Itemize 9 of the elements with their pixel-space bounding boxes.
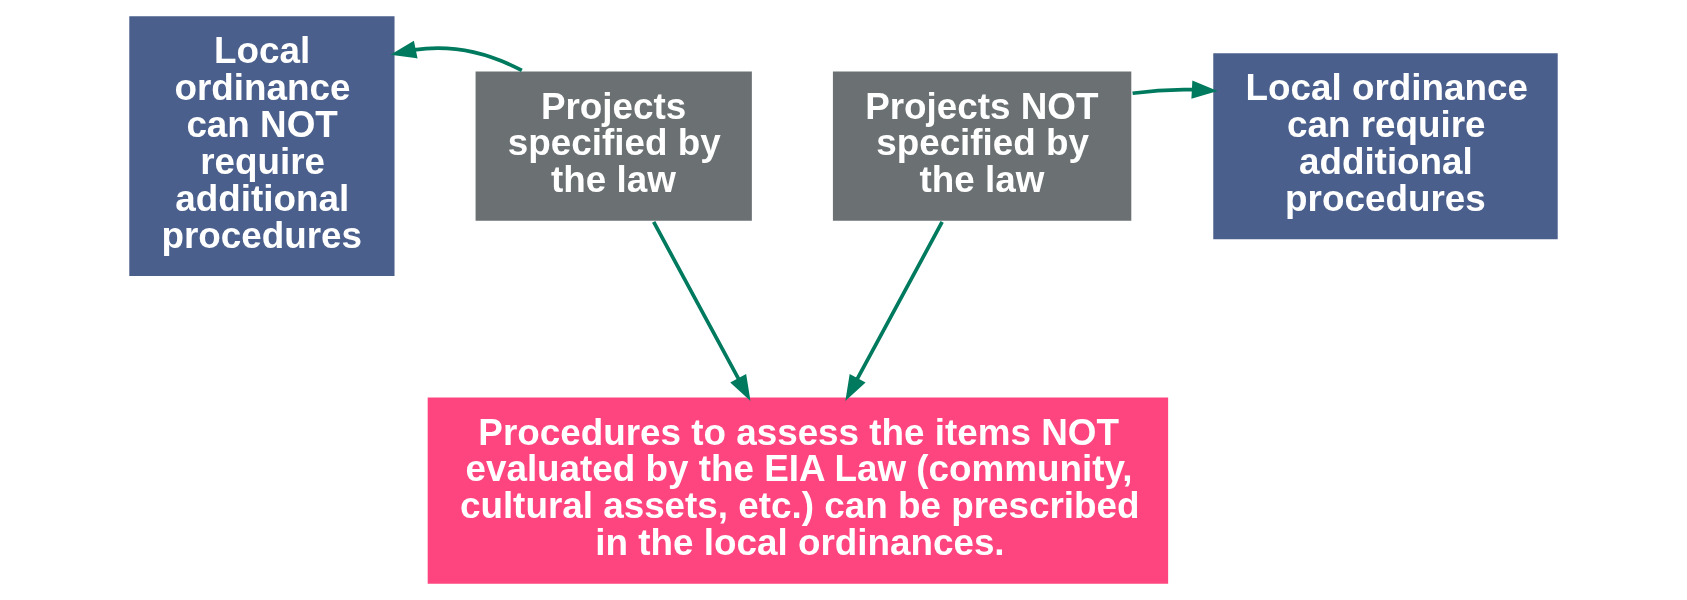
arrow xyxy=(1132,80,1218,99)
node-box: Projects specified by the law xyxy=(473,69,754,223)
node-box: Procedures to assess the items NOT evaluated by the EIA Law (community, cultural assets, etc.) can be prescribed in the local ordinances. xyxy=(425,395,1170,586)
arrow xyxy=(390,40,523,73)
node-box: Projects NOT specified by the law xyxy=(831,69,1134,223)
node-box: Local ordinance can require additional procedures xyxy=(1211,51,1560,242)
arrow xyxy=(845,221,944,402)
arrow xyxy=(652,221,751,402)
node-box: Local ordinance can NOT require additional procedures xyxy=(127,14,397,278)
